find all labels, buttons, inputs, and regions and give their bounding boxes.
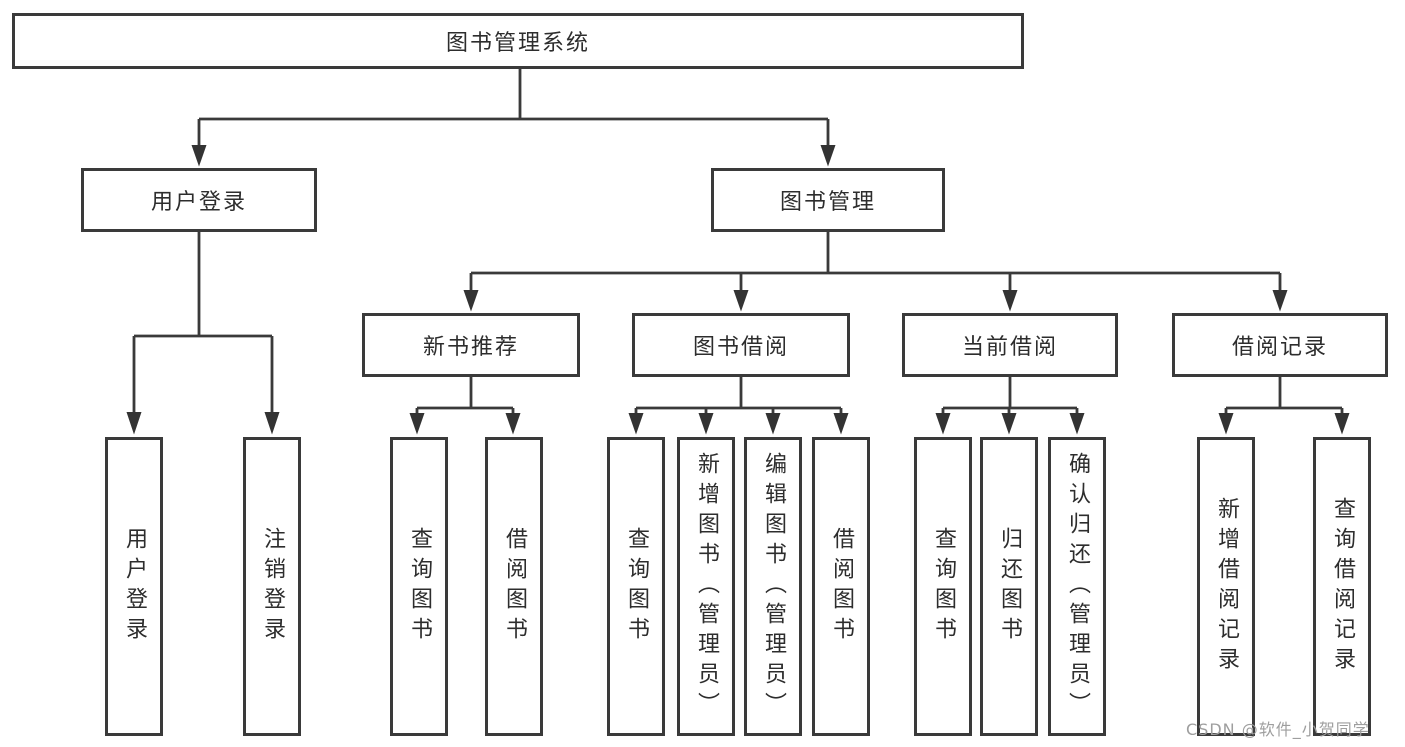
leaf-logout: 注销登录: [243, 437, 301, 736]
leaf-recommend-query-book: 查询图书: [390, 437, 448, 736]
node-user-login: 用户登录: [81, 168, 317, 232]
node-current-borrow: 当前借阅: [902, 313, 1118, 377]
leaf-borrow-add-book-admin-label: 新增图书（管理员）: [694, 451, 719, 722]
leaf-current-return-book: 归还图书: [980, 437, 1038, 736]
leaf-records-query-record: 查询借阅记录: [1313, 437, 1371, 736]
leaf-recommend-query-book-label: 查询图书: [407, 526, 432, 647]
leaf-borrow-add-book-admin: 新增图书（管理员）: [677, 437, 735, 736]
leaf-user-login: 用户登录: [105, 437, 163, 736]
node-new-book-recommend: 新书推荐: [362, 313, 580, 377]
leaf-borrow-query-book: 查询图书: [607, 437, 665, 736]
node-root-label: 图书管理系统: [445, 31, 590, 56]
node-user-login-label: 用户登录: [150, 190, 247, 215]
leaf-records-add-record-label: 新增借阅记录: [1214, 496, 1239, 677]
leaf-records-add-record: 新增借阅记录: [1197, 437, 1255, 736]
leaf-borrow-edit-book-admin-label: 编辑图书（管理员）: [761, 451, 786, 722]
leaf-recommend-borrow-book-label: 借阅图书: [502, 526, 527, 647]
node-new-book-recommend-label: 新书推荐: [422, 335, 519, 360]
node-book-management: 图书管理: [711, 168, 945, 232]
leaf-current-query-book: 查询图书: [914, 437, 972, 736]
leaf-current-query-book-label: 查询图书: [931, 526, 956, 647]
leaf-user-login-label: 用户登录: [122, 526, 147, 647]
leaf-borrow-borrow-book-label: 借阅图书: [829, 526, 854, 647]
node-root-system: 图书管理系统: [12, 13, 1024, 69]
node-book-management-label: 图书管理: [779, 190, 876, 215]
leaf-borrow-borrow-book: 借阅图书: [812, 437, 870, 736]
leaf-borrow-edit-book-admin: 编辑图书（管理员）: [744, 437, 802, 736]
node-borrow-records-label: 借阅记录: [1231, 335, 1328, 360]
leaf-current-confirm-return-admin-label: 确认归还（管理员）: [1065, 451, 1090, 722]
leaf-records-query-record-label: 查询借阅记录: [1330, 496, 1355, 677]
node-borrow-records: 借阅记录: [1172, 313, 1388, 377]
leaf-current-return-book-label: 归还图书: [997, 526, 1022, 647]
node-current-borrow-label: 当前借阅: [961, 335, 1058, 360]
node-book-borrow-label: 图书借阅: [692, 335, 789, 360]
leaf-current-confirm-return-admin: 确认归还（管理员）: [1048, 437, 1106, 736]
leaf-recommend-borrow-book: 借阅图书: [485, 437, 543, 736]
node-book-borrow: 图书借阅: [632, 313, 850, 377]
leaf-logout-label: 注销登录: [260, 526, 285, 647]
leaf-borrow-query-book-label: 查询图书: [624, 526, 649, 647]
watermark: CSDN @软件_小贺同学: [1186, 720, 1370, 739]
